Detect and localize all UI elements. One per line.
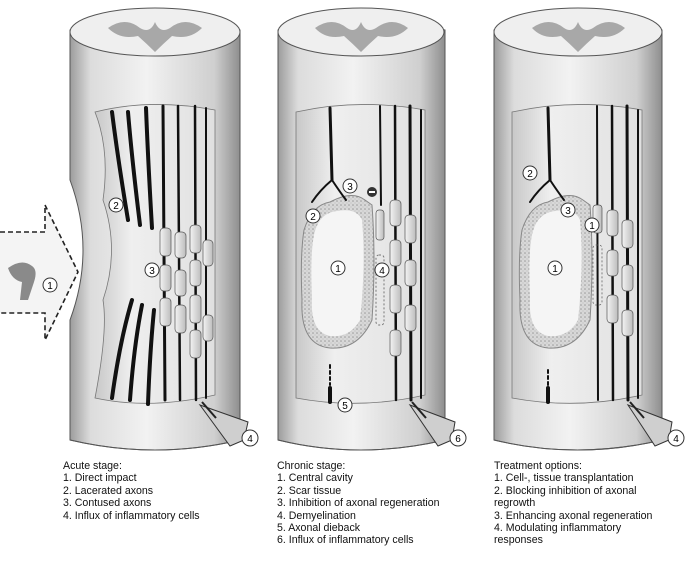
caption-item: 2. Blocking inhibition of axonal regrowt… bbox=[494, 484, 637, 510]
caption-title: Acute stage: bbox=[63, 460, 122, 472]
impact-arrow bbox=[0, 204, 79, 341]
caption-item: 4. Influx of inflammatory cells bbox=[63, 509, 200, 522]
markers-acute: 1 2 3 4 bbox=[42, 197, 253, 445]
marker-acute-4: 4 bbox=[247, 434, 253, 445]
contused-myelin bbox=[159, 224, 214, 359]
marker-chronic-5: 5 bbox=[342, 401, 348, 412]
myelin-segments bbox=[389, 199, 417, 357]
marker-treatment-2: 2 bbox=[527, 169, 533, 180]
caption-item: 5. Axonal dieback bbox=[277, 522, 361, 535]
caption-item: 6. Influx of inflammatory cells bbox=[277, 534, 414, 547]
caption-item: 2. Lacerated axons bbox=[63, 484, 154, 497]
inflammatory-arrow bbox=[198, 401, 259, 447]
caption-item: 2. Scar tissue bbox=[277, 484, 342, 497]
marker-chronic-6: 6 bbox=[455, 434, 461, 445]
caption-item: 3. Contused axons bbox=[63, 497, 152, 510]
caption-item: 1. Central cavity bbox=[277, 472, 353, 485]
caption-chronic: Chronic stage: 1. Central cavity 2. Scar… bbox=[277, 460, 440, 547]
marker-acute-3: 3 bbox=[149, 266, 155, 277]
caption-title: Treatment options: bbox=[494, 460, 582, 472]
grey-matter bbox=[108, 22, 202, 52]
markers-chronic: 1 2 3 4 5 6 bbox=[305, 178, 461, 445]
caption-item: 3. Inhibition of axonal regeneration bbox=[277, 497, 440, 510]
marker-chronic-3: 3 bbox=[347, 182, 353, 193]
caption-item: 4. Demyelination bbox=[277, 509, 356, 522]
marker-treatment-3: 3 bbox=[565, 206, 571, 217]
panel-acute: 1 2 3 4 bbox=[0, 7, 259, 451]
marker-acute-1: 1 bbox=[47, 281, 53, 292]
grey-matter bbox=[532, 22, 625, 52]
panel-treatment: 1 1 2 3 4 bbox=[493, 7, 685, 451]
marker-chronic-2: 2 bbox=[310, 212, 316, 223]
marker-chronic-4: 4 bbox=[379, 266, 385, 277]
panel-chronic: 1 2 3 4 5 6 bbox=[277, 7, 467, 451]
grey-matter bbox=[315, 22, 408, 52]
caption-acute: Acute stage: 1. Direct impact 2. Lacerat… bbox=[63, 460, 200, 522]
markers-treatment: 1 1 2 3 4 bbox=[522, 165, 679, 445]
marker-acute-2: 2 bbox=[113, 201, 119, 212]
caption-title: Chronic stage: bbox=[277, 460, 346, 472]
marker-treatment-1a: 1 bbox=[552, 264, 558, 275]
caption-item: 4. Modulating inflammatory responses bbox=[494, 522, 622, 547]
caption-treatment: Treatment options: 1. Cell-, tissue tran… bbox=[494, 460, 652, 547]
myelin-segments bbox=[592, 204, 634, 337]
cord-bottom bbox=[69, 439, 241, 451]
caption-item: 3. Enhancing axonal regeneration bbox=[494, 509, 653, 522]
marker-treatment-1b: 1 bbox=[589, 221, 595, 232]
caption-item: 1. Cell-, tissue transplantation bbox=[494, 472, 634, 485]
marker-chronic-1: 1 bbox=[335, 264, 341, 275]
caption-item: 1. Direct impact bbox=[63, 472, 137, 485]
inflammatory-arrow bbox=[408, 401, 467, 447]
inflammatory-arrow bbox=[626, 401, 685, 447]
marker-treatment-4: 4 bbox=[673, 434, 679, 445]
